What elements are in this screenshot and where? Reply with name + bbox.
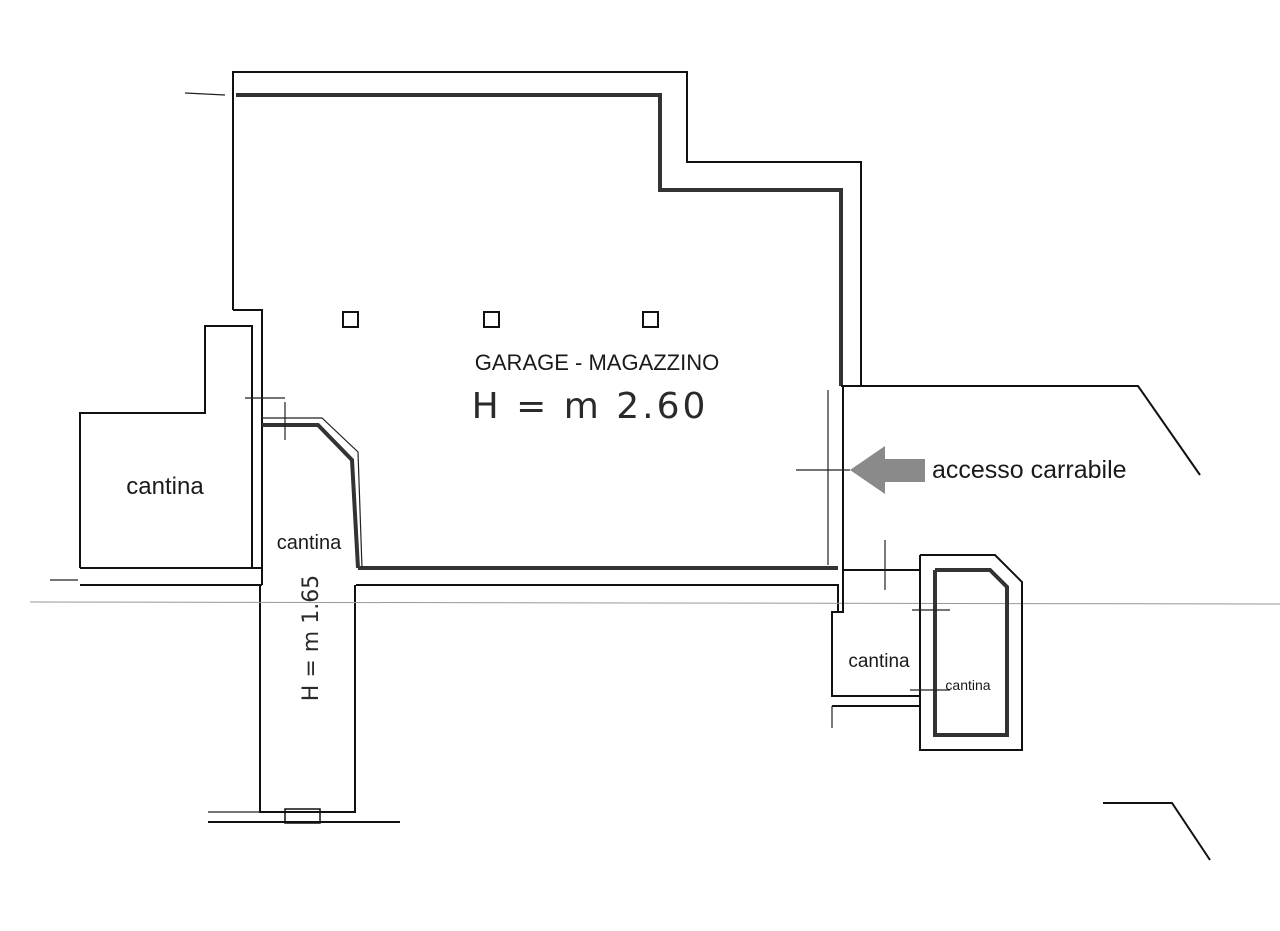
column-2: [483, 311, 500, 328]
garage-height: H = m 2.60: [472, 386, 709, 427]
garage-title: GARAGE - MAGAZZINO: [475, 350, 719, 375]
cantina-left-label: cantina: [126, 473, 204, 500]
cantina-left-walls: [79, 325, 253, 568]
exterior-lines: [1103, 802, 1211, 861]
cantina-center-label: cantina: [277, 532, 342, 554]
cantina-right-walls: [831, 540, 1023, 751]
column-1: [342, 311, 359, 328]
structural-columns: [342, 311, 659, 328]
cantina-bottom-right-label: cantina: [848, 651, 910, 672]
cantina-center-walls: [245, 397, 363, 569]
garage-walls: [80, 71, 1201, 612]
column-3: [642, 311, 659, 328]
corridor-walls: [29, 92, 1280, 824]
access-label: accesso carrabile: [932, 456, 1127, 484]
cantina-small-right-label: cantina: [945, 677, 990, 693]
access-arrow-icon: [850, 446, 925, 494]
corridor-height: H = m 1.65: [299, 575, 324, 701]
